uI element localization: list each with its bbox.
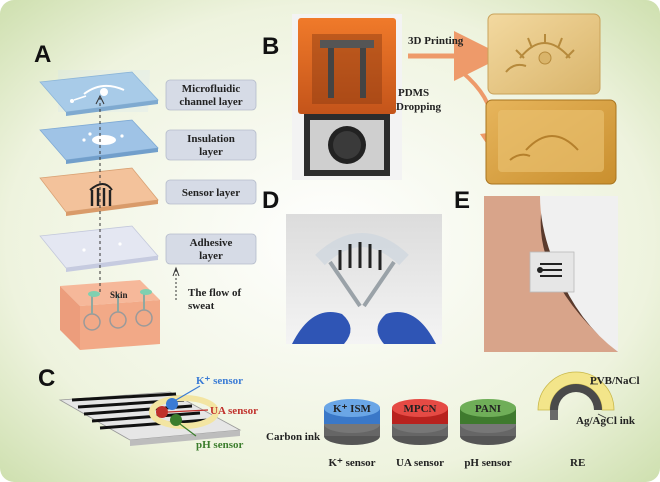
svg-text:pH sensor: pH sensor bbox=[464, 457, 511, 469]
3d-printer-photo bbox=[292, 14, 402, 180]
sensor-layer bbox=[39, 167, 159, 216]
panel-letter-e: E bbox=[454, 187, 470, 214]
bent-patch-photo bbox=[286, 214, 442, 344]
layer-label-microfluidic: Microfluidic channel layer bbox=[165, 79, 257, 111]
svg-text:K⁺ ISM: K⁺ ISM bbox=[333, 403, 372, 415]
panel-letter-b: B bbox=[262, 33, 279, 60]
panel-letter-d: D bbox=[262, 187, 279, 214]
skin-label: Skin bbox=[110, 290, 128, 300]
electrode-pani: PANI pH sensor bbox=[460, 399, 516, 469]
electrode-strip-schematic bbox=[58, 385, 242, 446]
electrode-k-ism: K⁺ ISM K⁺ sensor bbox=[324, 399, 380, 469]
pdms-cast-photo bbox=[485, 99, 617, 185]
insulation-layer bbox=[39, 119, 159, 164]
sweat-flow-annotation: The flow of sweat bbox=[172, 266, 242, 312]
re-bottom-label: Ag/AgCl ink bbox=[576, 415, 636, 427]
ua-sensor-label: UA sensor bbox=[210, 405, 258, 417]
reference-electrode bbox=[537, 371, 615, 420]
microfluidic-layer bbox=[39, 70, 159, 116]
layer-label-insulation: Insulation layer bbox=[165, 129, 257, 161]
step-pdms-line1: PDMS bbox=[398, 87, 429, 99]
svg-text:K⁺ sensor: K⁺ sensor bbox=[328, 457, 375, 469]
re-top-label: PVB/NaCl bbox=[590, 375, 640, 387]
step-pdms-line2: Dropping bbox=[396, 101, 442, 113]
svg-text:Sensor layer: Sensor layer bbox=[182, 187, 240, 199]
panel-letter-c: C bbox=[38, 365, 55, 392]
svg-text:layer: layer bbox=[199, 250, 223, 262]
svg-text:Adhesive: Adhesive bbox=[190, 237, 233, 249]
svg-text:UA sensor: UA sensor bbox=[396, 457, 444, 469]
svg-text:MPCN: MPCN bbox=[404, 403, 437, 415]
flow-arrowhead bbox=[95, 94, 105, 105]
svg-text:Microfluidic: Microfluidic bbox=[182, 83, 241, 95]
svg-text:channel layer: channel layer bbox=[179, 96, 242, 108]
ph-sensor-label: pH sensor bbox=[196, 439, 243, 451]
skin-block bbox=[60, 280, 160, 350]
svg-text:sweat: sweat bbox=[188, 300, 215, 312]
svg-text:PANI: PANI bbox=[475, 403, 501, 415]
adhesive-layer bbox=[39, 225, 159, 272]
carbon-ink-label: Carbon ink bbox=[266, 431, 321, 443]
k-sensor-label: K⁺ sensor bbox=[196, 375, 243, 387]
layer-label-sensor: Sensor layer bbox=[165, 179, 257, 205]
svg-text:The flow of: The flow of bbox=[188, 287, 242, 299]
re-label: RE bbox=[570, 457, 585, 469]
layer-stack: Skin bbox=[39, 70, 160, 350]
svg-text:layer: layer bbox=[199, 146, 223, 158]
svg-text:Insulation: Insulation bbox=[187, 133, 235, 145]
panel-letter-a: A bbox=[34, 41, 51, 68]
electrode-mpcn: MPCN UA sensor bbox=[392, 399, 448, 469]
neck-patch-photo bbox=[484, 196, 618, 352]
printed-mold-photo bbox=[487, 13, 601, 95]
layer-label-adhesive: Adhesive layer bbox=[165, 233, 257, 265]
step-3d-printing: 3D Printing bbox=[408, 35, 464, 47]
